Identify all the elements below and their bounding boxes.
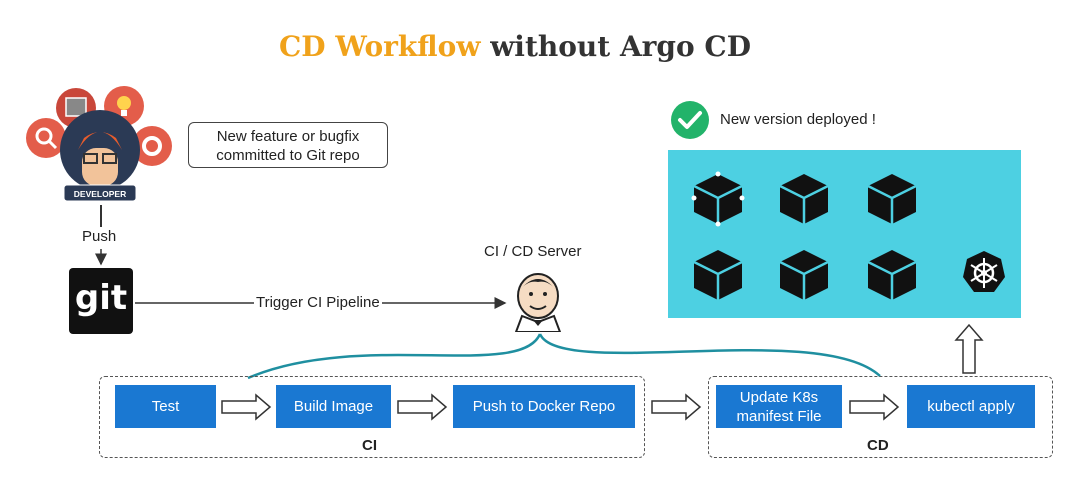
check-icon <box>671 101 709 139</box>
step-kubectl-apply: kubectl apply <box>907 385 1035 428</box>
title-rest: without Argo CD <box>490 30 751 63</box>
step-update-manifest: Update K8s manifest File <box>716 385 842 428</box>
cd-curve <box>538 333 881 377</box>
server-label: CI / CD Server <box>484 243 582 260</box>
arrow-test-build <box>221 393 272 421</box>
step-test: Test <box>115 385 216 428</box>
pod-icon <box>867 250 917 300</box>
kubernetes-icon <box>963 251 1005 292</box>
kubernetes-cluster <box>668 150 1021 318</box>
jenkins-icon <box>514 273 562 332</box>
arrow-apply-cluster <box>954 323 984 374</box>
cd-group <box>708 376 1053 458</box>
deployed-status: New version deployed ! <box>720 111 876 128</box>
push-label: Push <box>82 228 117 245</box>
arrow-ci-cd <box>651 393 702 421</box>
diagram-title: CD Workflow without Argo CD <box>0 30 1030 63</box>
pod-icon <box>691 171 745 227</box>
cd-label: CD <box>867 437 889 454</box>
developer-icon: DEVELOPER <box>26 86 172 202</box>
pod-icon <box>779 250 829 300</box>
ci-group <box>99 376 645 458</box>
cluster-contents <box>691 171 1005 300</box>
step-build-image: Build Image <box>276 385 391 428</box>
arrow-build-push <box>397 393 448 421</box>
pod-icon <box>693 250 743 300</box>
trigger-label: Trigger CI Pipeline <box>254 294 382 311</box>
pod-icon <box>779 174 829 224</box>
arrow-update-apply <box>849 393 900 421</box>
title-accent: CD Workflow <box>279 30 481 63</box>
ci-curve <box>247 333 542 380</box>
developer-badge: DEVELOPER <box>74 189 126 199</box>
commit-note: New feature or bugfix committed to Git r… <box>188 122 388 168</box>
push-connector <box>100 205 102 227</box>
step-push-docker-repo: Push to Docker Repo <box>453 385 635 428</box>
pod-icon <box>867 174 917 224</box>
ci-label: CI <box>362 437 377 454</box>
git-logo: git <box>69 268 133 334</box>
